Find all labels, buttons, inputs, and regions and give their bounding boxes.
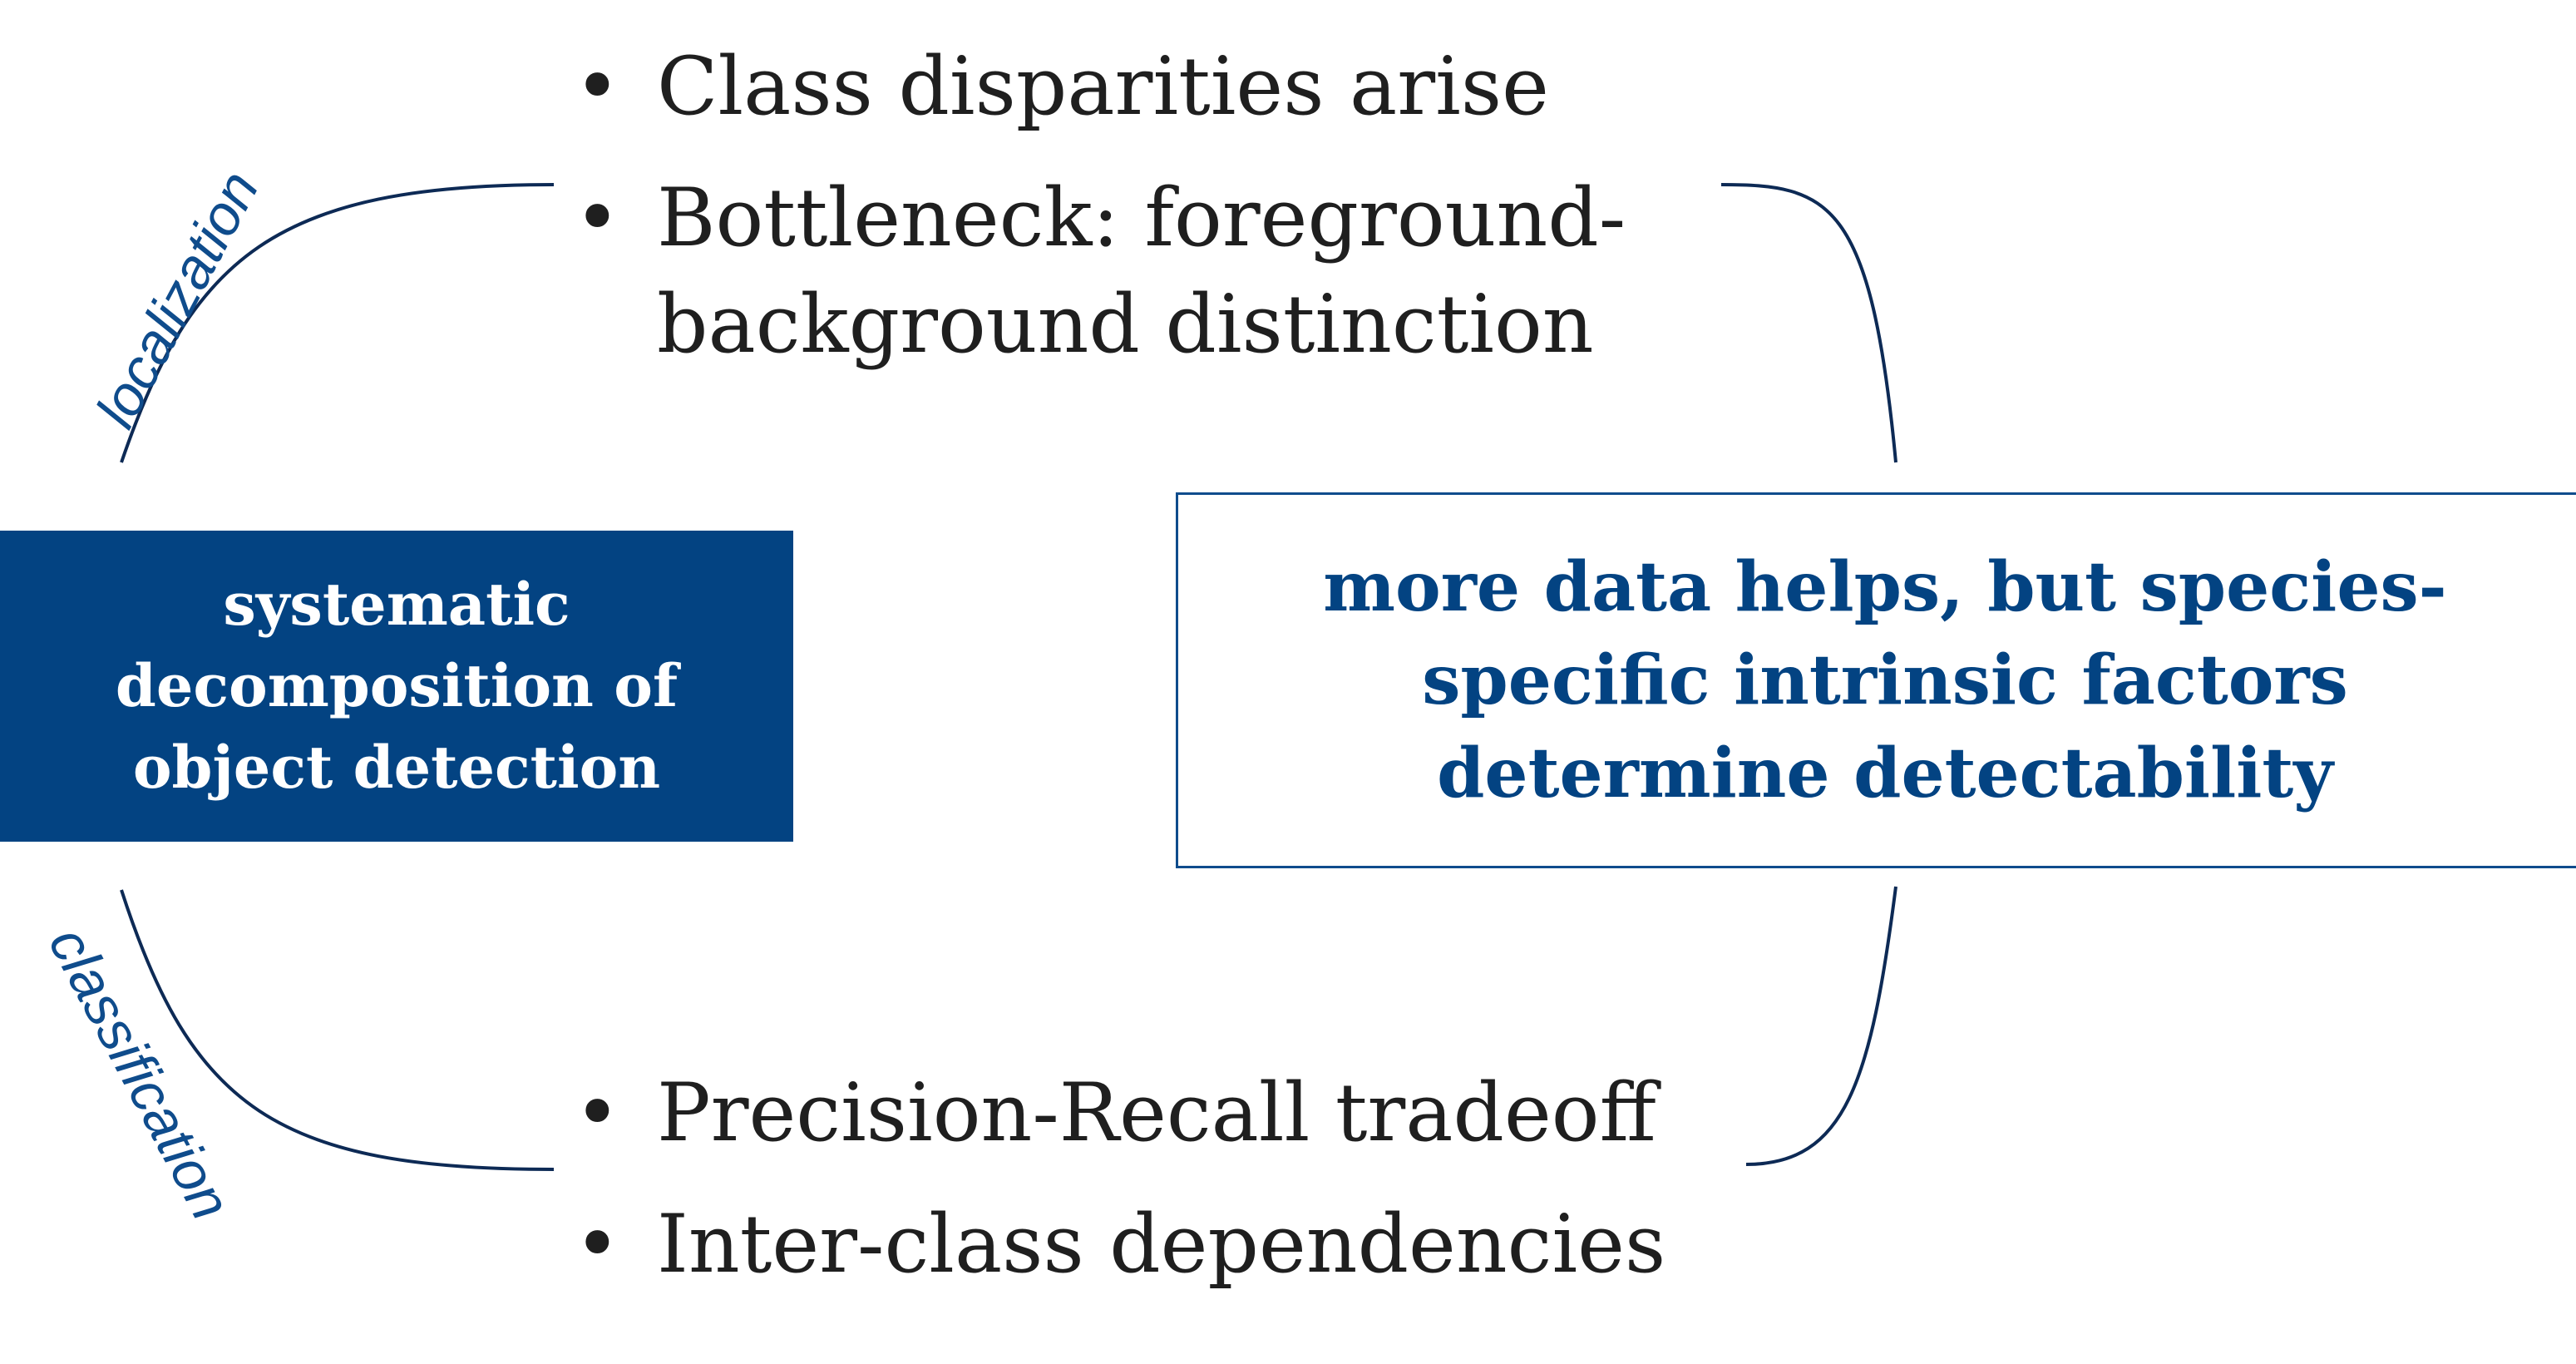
result-box-text: more data helps, but species-specific in…: [1323, 547, 2447, 813]
center-box: systematic decomposition of object detec…: [0, 531, 793, 842]
connector-top-right: [1720, 183, 1897, 463]
bullet-item: Class disparities arise: [574, 33, 1738, 140]
connector-top-left: [120, 183, 555, 463]
bottom-bullet-list: Precision-Recall tradeoff Inter-class de…: [574, 1060, 1821, 1322]
connector-bottom-left: [120, 889, 555, 1171]
bullet-item: Precision-Recall tradeoff: [574, 1060, 1821, 1166]
result-box: more data helps, but species-specific in…: [1176, 492, 2576, 868]
top-bullet-list: Class disparities arise Bottleneck: fore…: [574, 33, 1738, 403]
bullet-item: Inter-class dependencies: [574, 1191, 1821, 1297]
bullet-item: Bottleneck: foreground-background distin…: [574, 165, 1738, 378]
center-box-text: systematic decomposition of object detec…: [115, 570, 679, 802]
